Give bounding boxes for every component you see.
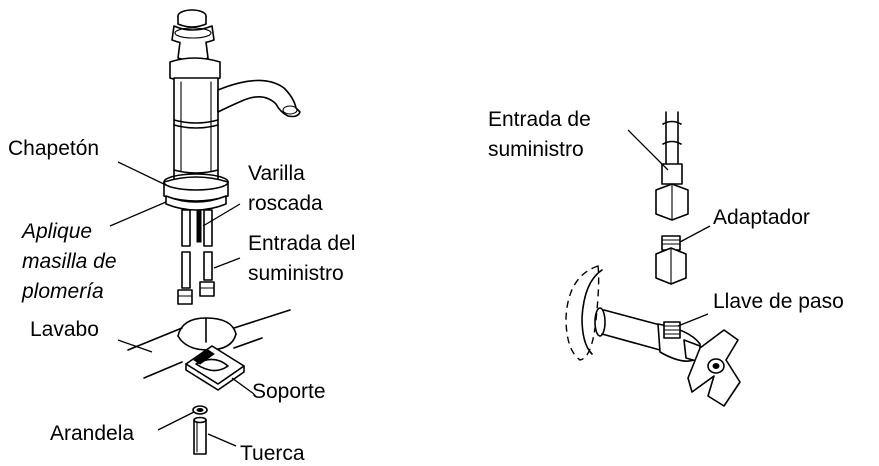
label-entrada-del-line1: Entrada del <box>248 232 355 255</box>
leader-aplique <box>109 201 167 227</box>
leader-llave-de-paso <box>677 313 709 327</box>
faucet-spout <box>217 79 301 118</box>
label-soporte: Soporte <box>252 380 326 403</box>
label-varilla-line2: roscada <box>248 192 323 215</box>
supply-lines <box>177 209 215 305</box>
label-entrada-de-line1: Entrada de <box>488 108 591 131</box>
leader-entrada-del <box>213 257 241 269</box>
label-llave-de-paso: Llave de paso <box>713 290 844 313</box>
supply-valve-assembly <box>565 111 741 407</box>
leader-chapeton <box>117 161 169 187</box>
leader-adaptador <box>679 225 711 243</box>
valve-handle <box>687 329 741 407</box>
escutcheon <box>163 173 229 211</box>
label-arandela: Arandela <box>50 422 134 445</box>
washer <box>192 405 208 415</box>
nut <box>193 416 207 455</box>
leader-varilla <box>202 203 241 227</box>
leader-arandela <box>157 411 195 431</box>
faucet-handle <box>171 9 215 62</box>
label-varilla-line1: Varilla <box>248 162 305 185</box>
leader-tuerca <box>207 433 237 447</box>
label-entrada-del-line2: suministro <box>248 262 344 285</box>
leader-soporte <box>231 377 255 395</box>
leader-entrada-de <box>627 129 669 171</box>
leader-lavabo <box>117 339 153 353</box>
adapter <box>655 235 687 285</box>
faucet-assembly <box>109 9 301 455</box>
label-chapeton: Chapetón <box>8 137 99 160</box>
label-aplique-line1: Aplique <box>20 220 92 243</box>
label-aplique-line3: plomería <box>21 280 104 303</box>
label-lavabo: Lavabo <box>30 318 99 341</box>
stop-valve <box>601 309 701 363</box>
label-entrada-de-line2: suministro <box>488 138 584 161</box>
bracket <box>185 345 245 391</box>
label-aplique-line2: masilla de <box>22 250 117 273</box>
label-tuerca: Tuerca <box>240 442 305 465</box>
supply-tube <box>655 111 689 221</box>
faucet-body <box>169 57 221 181</box>
label-adaptador: Adaptador <box>713 206 810 229</box>
wall-flange <box>565 265 606 361</box>
